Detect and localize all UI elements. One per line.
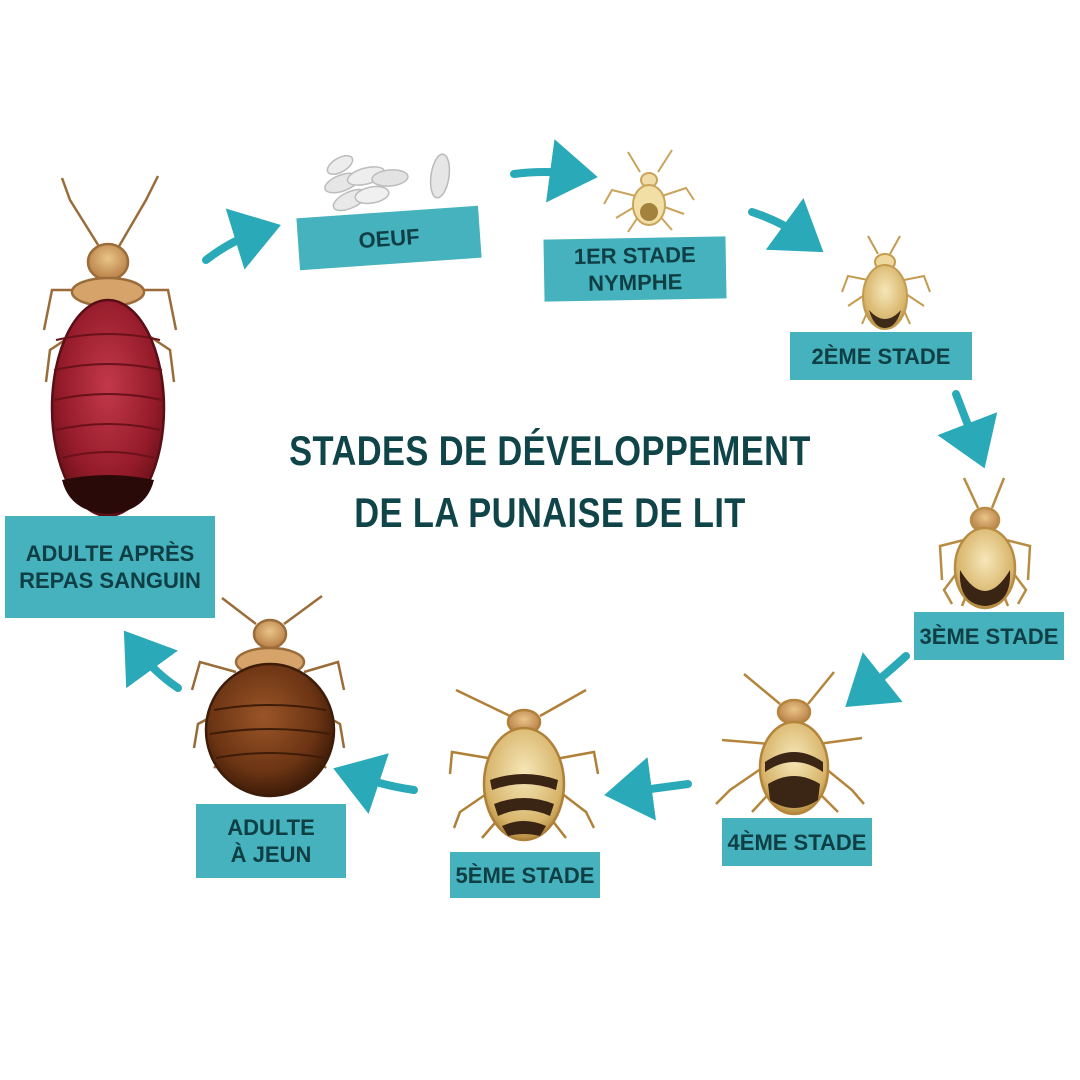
- stage-label-text: 1ER STADE: [573, 241, 696, 270]
- stage-label-text: OEUF: [357, 223, 421, 253]
- stage-label-text: 5ÈME STADE: [455, 862, 595, 888]
- arrow-adult-to-engorged: [123, 630, 182, 692]
- title-line-1: STADES DE DÉVELOPPEMENT: [289, 427, 811, 474]
- fourth-stage-nymph-illustration: [715, 671, 865, 816]
- title-line-2: DE LA PUNAISE DE LIT: [354, 489, 746, 536]
- stage-label-adult-engorged: ADULTE APRÈS REPAS SANGUIN: [5, 516, 215, 618]
- egg-cluster-illustration: [324, 153, 451, 212]
- stage-label-fifth: 5ÈME STADE: [450, 852, 600, 898]
- stage-label-first-nymph: 1ER STADE NYMPHE: [543, 236, 727, 302]
- stage-label-second: 2ÈME STADE: [790, 332, 972, 380]
- stage-label-text: REPAS SANGUIN: [19, 568, 201, 593]
- stage-label-fourth: 4ÈME STADE: [722, 818, 872, 866]
- stage-label-text: 4ÈME STADE: [727, 829, 867, 855]
- diagram-title: STADES DE DÉVELOPPEMENT DE LA PUNAISE DE…: [288, 420, 813, 544]
- stage-label-text: ADULTE APRÈS: [25, 541, 195, 566]
- first-stage-nymph-illustration: [603, 149, 695, 233]
- third-stage-nymph-illustration: [938, 477, 1032, 610]
- arrow-nymph1-to-stage2: [748, 198, 824, 253]
- stage-label-text: À JEUN: [230, 842, 312, 867]
- adult-engorged-illustration: [42, 175, 178, 518]
- stage-label-text: NYMPHE: [587, 269, 683, 296]
- arrow-stage4-to-stage5: [604, 757, 692, 821]
- cycle-arrows: [123, 139, 998, 821]
- arrow-stage5-to-adult: [333, 753, 418, 814]
- adult-unfed-illustration: [190, 594, 346, 798]
- stage-label-text: 3ÈME STADE: [919, 623, 1059, 649]
- arrow-egg-to-nymph1: [510, 139, 598, 203]
- arrow-stage2-to-stage3: [937, 390, 998, 469]
- arrow-stage3-to-stage4: [845, 652, 910, 707]
- stage-label-text: ADULTE: [227, 815, 315, 840]
- second-stage-nymph-illustration: [841, 235, 931, 330]
- fifth-stage-nymph-illustration: [448, 688, 600, 842]
- arrow-adult-to-egg: [202, 208, 281, 270]
- stage-label-third: 3ÈME STADE: [914, 612, 1064, 660]
- stage-label-adult-unfed: ADULTE À JEUN: [196, 804, 346, 878]
- stage-label-text: 2ÈME STADE: [811, 343, 951, 369]
